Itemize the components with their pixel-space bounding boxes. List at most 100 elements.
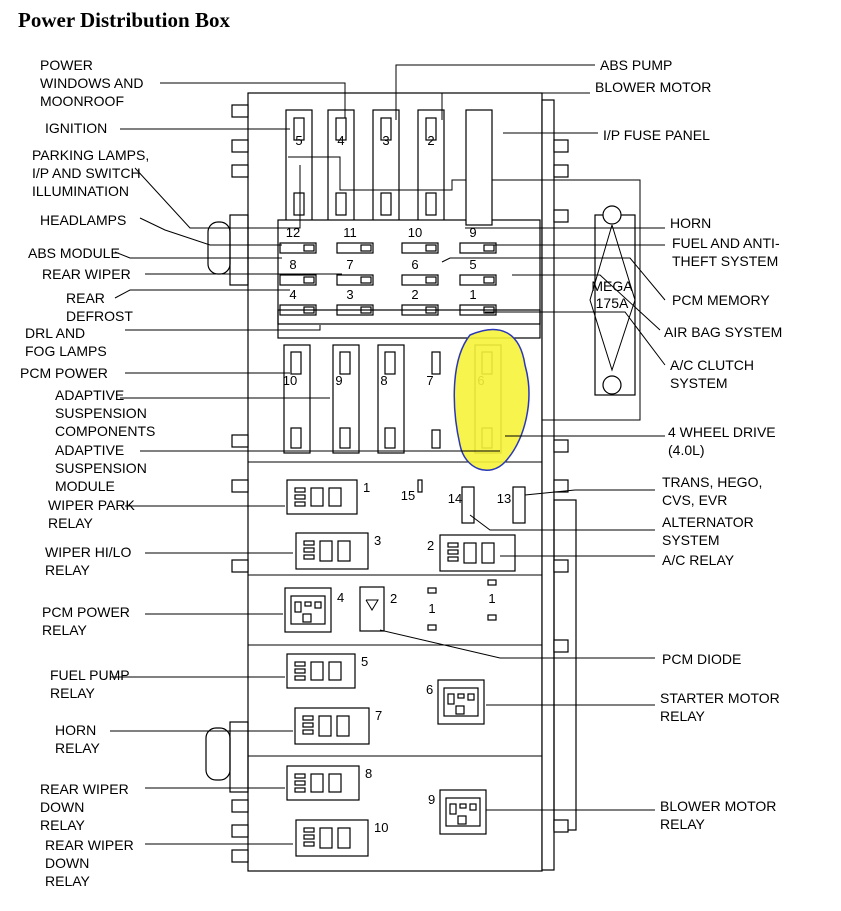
leader <box>134 165 301 229</box>
mini-fuse <box>336 274 374 286</box>
label-line: POWER <box>40 57 93 73</box>
right-bracket <box>553 499 577 831</box>
relay-pin <box>447 556 459 562</box>
leader <box>524 489 655 496</box>
relay-pin <box>447 693 455 705</box>
relay-number: 6 <box>426 682 433 697</box>
label-blower-motor-relay: BLOWER MOTOR RELAY <box>660 798 776 832</box>
small-fuse-number: 14 <box>448 491 462 506</box>
empty-slot <box>427 624 437 631</box>
label-line: (4.0L) <box>668 442 705 458</box>
mini-fuse-number: 9 <box>469 225 476 240</box>
mini-fuse <box>401 242 439 254</box>
mega-bolt <box>602 375 622 395</box>
leader-lines <box>110 64 666 845</box>
leader <box>441 92 590 120</box>
right-tab <box>553 164 569 178</box>
label-line: BLOWER MOTOR <box>595 79 711 95</box>
label-line: DOWN <box>45 855 89 871</box>
leader <box>114 289 290 299</box>
relay-pin <box>481 542 495 564</box>
label-pcm-memory: PCM MEMORY <box>672 292 770 308</box>
label-line: DRL AND <box>25 325 85 341</box>
relay-pin <box>457 815 467 825</box>
left-clip <box>205 727 231 781</box>
relay-pin <box>318 715 332 737</box>
relay-pin <box>449 803 457 815</box>
label-line: FUEL AND ANTI- <box>672 235 780 251</box>
small-fuse-slot <box>417 479 423 493</box>
label-headlamps: HEADLAMPS <box>40 212 126 228</box>
label-line: ADAPTIVE <box>55 442 124 458</box>
fuse-terminal <box>384 427 396 449</box>
label-line: WIPER HI/LO <box>45 544 131 560</box>
relay-pin <box>447 542 459 548</box>
label-line: RELAY <box>40 817 86 833</box>
relay-pin <box>294 494 306 500</box>
relay-pin <box>319 827 333 849</box>
label-line: DEFROST <box>66 308 133 324</box>
relay-pin <box>303 554 315 560</box>
fuse-number: 10 <box>283 373 297 388</box>
fuse-terminal <box>339 427 351 449</box>
left-clip-bracket <box>229 721 249 793</box>
label-abs-pump: ABS PUMP <box>600 57 672 73</box>
label-line: COMPONENTS <box>55 423 155 439</box>
fuse-box-body: 54321121110987654321109876MEGA175A151413… <box>205 92 641 872</box>
relay-number: 2 <box>427 538 434 553</box>
label-line: RELAY <box>45 873 91 889</box>
relay-pin <box>303 827 315 833</box>
relay-pin <box>294 787 306 793</box>
label-line: WINDOWS AND <box>40 75 143 91</box>
label-line: REAR <box>66 290 105 306</box>
mini-fuse-number: 11 <box>343 225 357 240</box>
relay-pin <box>294 487 306 493</box>
mini-fuse-number: 3 <box>346 287 353 302</box>
mini-fuse-blade <box>360 276 372 284</box>
label-line: 4 WHEEL DRIVE <box>668 424 776 440</box>
label-trans-hego: TRANS, HEGO,CVS, EVR <box>662 474 762 508</box>
mini-fuse-number: 5 <box>469 257 476 272</box>
label-line: PCM POWER <box>42 604 130 620</box>
label-line: FOG LAMPS <box>25 343 107 359</box>
label-line: BLOWER MOTOR <box>660 798 776 814</box>
mini-fuse <box>459 274 497 286</box>
label-drl-fog: DRL AND FOG LAMPS <box>25 325 107 359</box>
mini-fuse-blade <box>425 244 437 252</box>
relay-pin <box>314 601 322 609</box>
relay-pin <box>304 601 312 607</box>
label-line: A/C CLUTCH <box>670 357 754 373</box>
leader <box>469 514 655 531</box>
label-line: STARTER MOTOR <box>660 690 780 706</box>
label-line: RELAY <box>660 816 706 832</box>
leader <box>395 64 595 120</box>
label-abs-module: ABS MODULE <box>28 245 120 261</box>
fuse-terminal <box>290 351 302 375</box>
label-line: HEADLAMPS <box>40 212 126 228</box>
label-line: RELAY <box>660 708 706 724</box>
relay-pin <box>310 661 324 681</box>
mini-fuse-blade <box>483 244 495 252</box>
fuse-terminal <box>384 351 396 375</box>
label-pcm-power: PCM POWER <box>20 365 108 381</box>
label-line: IGNITION <box>45 120 107 136</box>
relay-pin <box>302 715 314 721</box>
fuse-terminal <box>380 192 392 216</box>
relay-pin <box>328 773 342 793</box>
label-line: WIPER PARK <box>48 497 136 513</box>
right-tab <box>553 639 569 653</box>
leader <box>160 82 346 118</box>
label-line: A/C RELAY <box>662 552 735 568</box>
label-line: ABS MODULE <box>28 245 120 261</box>
label-line: ILLUMINATION <box>32 183 129 199</box>
fuse-terminal <box>335 117 347 141</box>
